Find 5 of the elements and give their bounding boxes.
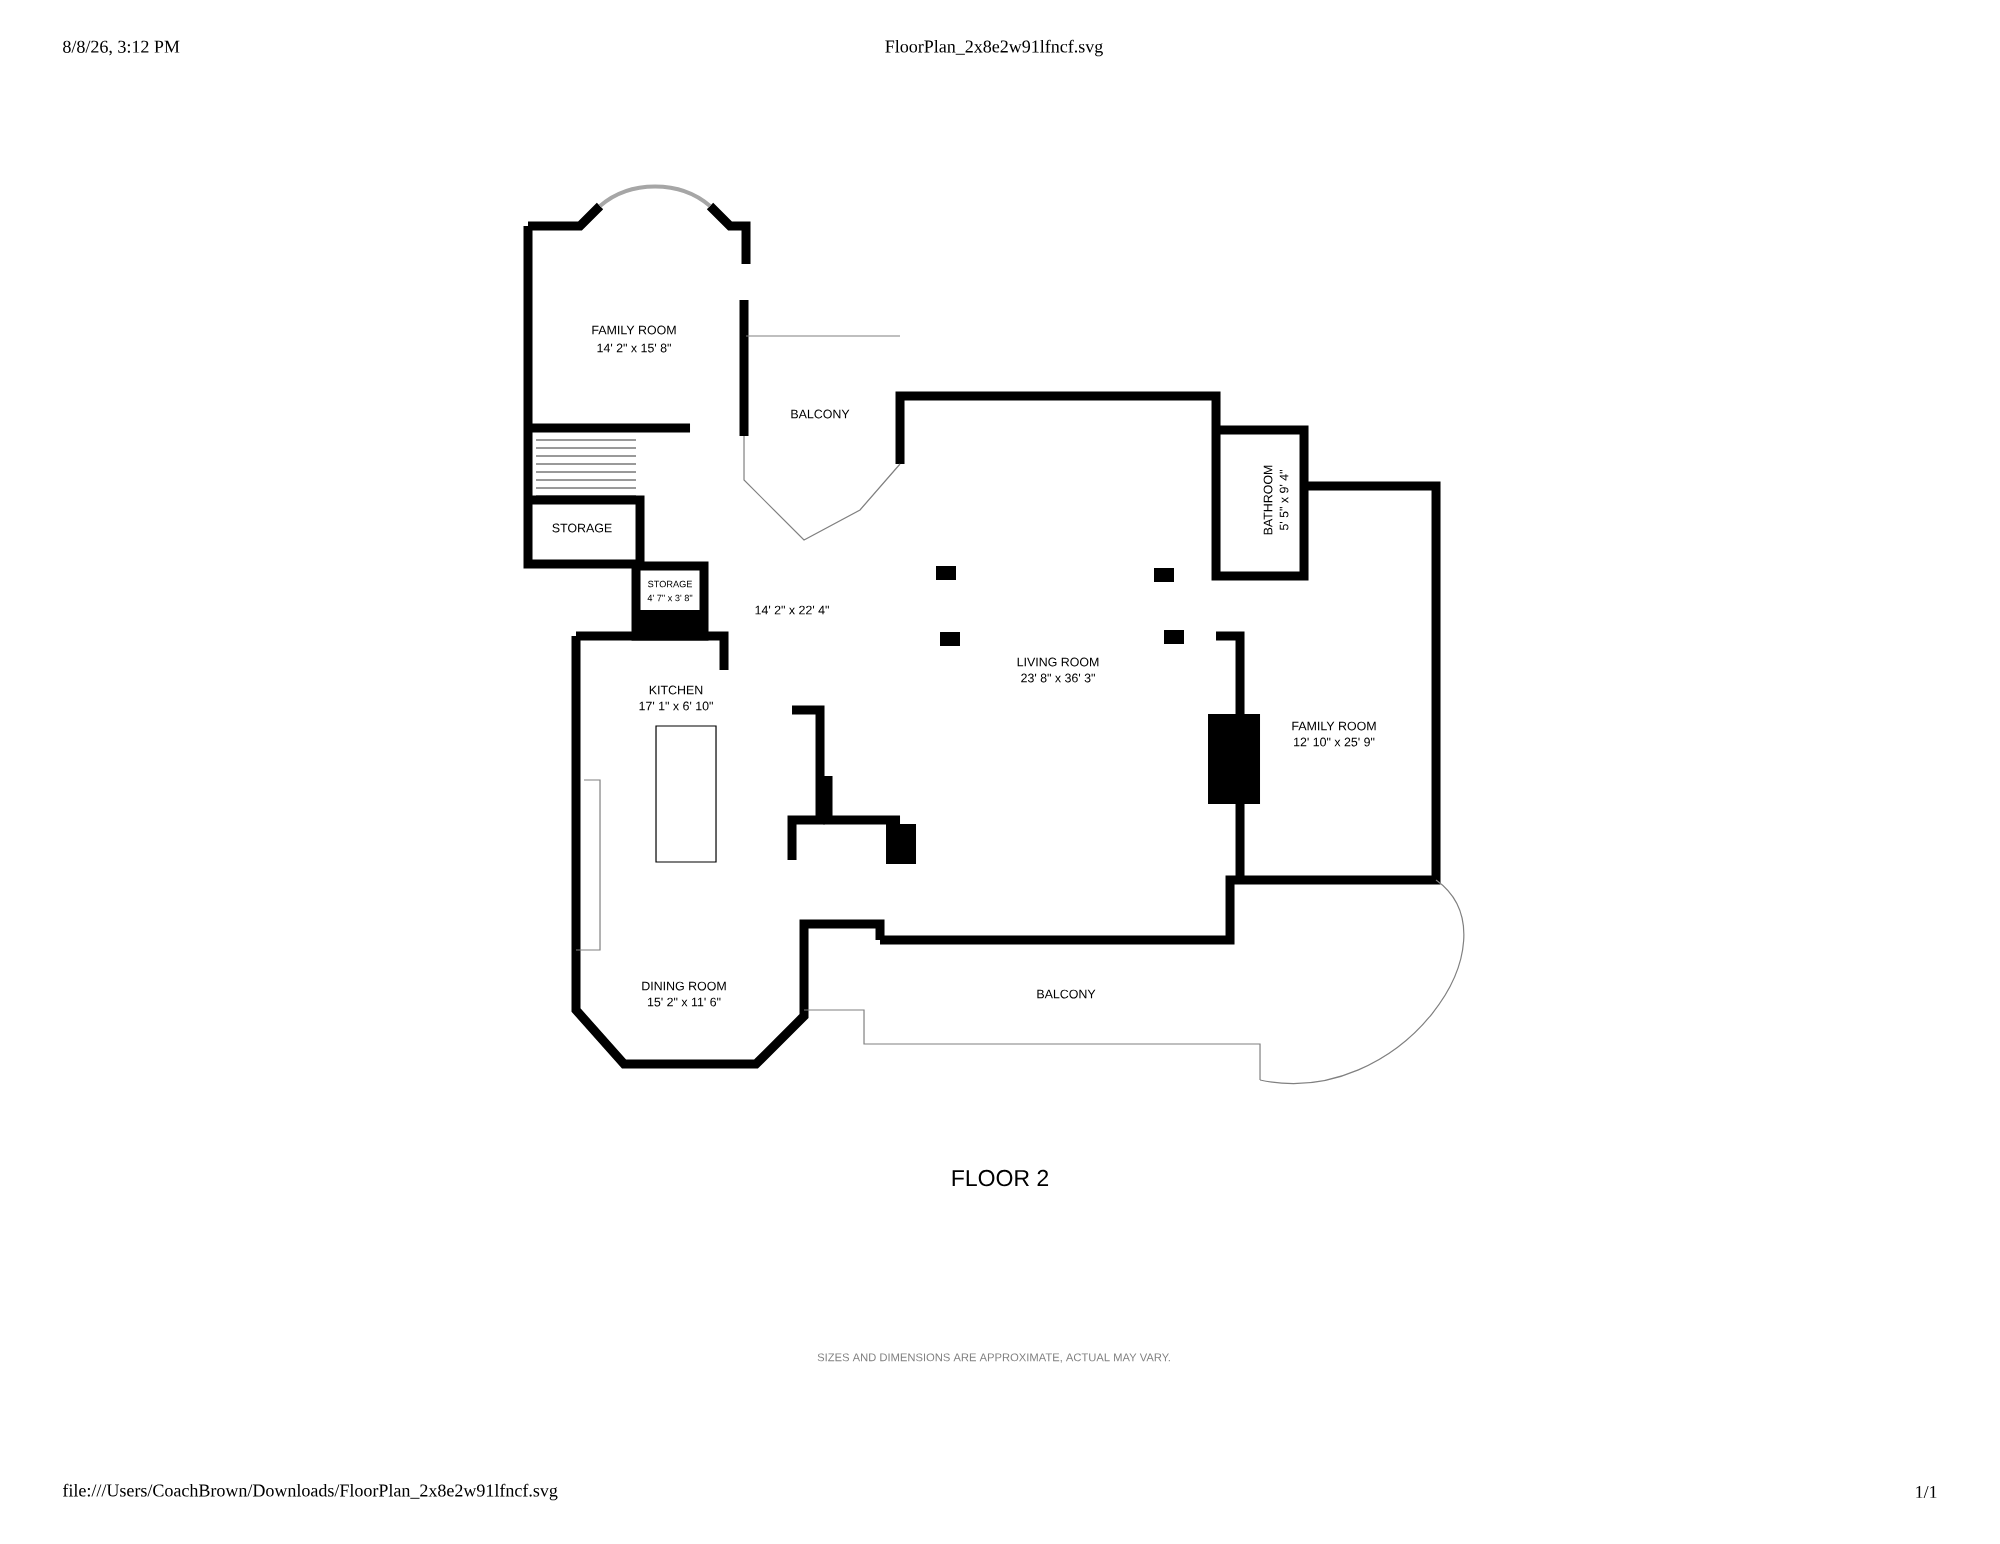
page-header: FloorPlan_2x8e2w91lfncf.svg xyxy=(885,39,1103,57)
page-header: 8/8/26, 3:12 PM xyxy=(63,40,180,56)
page-footer: 1/1 xyxy=(1916,1486,1937,1499)
floor-title: FLOOR 2 xyxy=(952,1169,1049,1187)
page-footer: file:///Users/CoachBrown/Downloads/FloorPlan_2x8e2w91lfncf.svg xyxy=(62,1483,558,1501)
